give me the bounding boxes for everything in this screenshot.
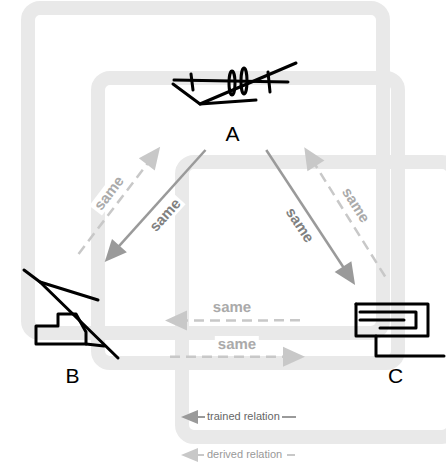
stimulus-node: B: [15, 262, 130, 392]
scribble: [356, 304, 444, 356]
stimulus-b-figure: [24, 270, 118, 358]
stimulus-letter: B: [15, 364, 130, 388]
stimulus-a-figure: [173, 63, 296, 104]
scribble: [24, 270, 118, 358]
frame-square: [182, 162, 446, 437]
scribble: [191, 74, 193, 90]
legend-sample-head: [181, 448, 198, 462]
relation-label: same: [144, 193, 186, 237]
legend-sample-head: [181, 410, 198, 424]
scribble: [360, 312, 416, 328]
legend-samples: [181, 410, 296, 462]
frame-square: [28, 8, 383, 333]
scribble: [229, 71, 235, 95]
scribble: [241, 68, 247, 94]
frame-squares: [28, 8, 446, 437]
legend-text: derived relation: [205, 448, 284, 460]
relation-label: same: [89, 170, 129, 215]
scribble: [360, 319, 404, 322]
derived-relation-arrow: [79, 147, 161, 254]
stimulus-c-figure: [356, 304, 444, 356]
frame-square: [98, 78, 398, 363]
relation-label: same: [210, 299, 254, 315]
legend-text: trained relation: [205, 410, 282, 422]
trained-relation-arrow: [266, 150, 355, 285]
stimulus-node: C: [345, 285, 446, 392]
scribble: [200, 63, 296, 104]
stimulus-letter: C: [345, 364, 446, 388]
stimulus-letter: A: [165, 122, 300, 146]
scribble: [40, 282, 98, 300]
stimulus-node: A: [165, 55, 300, 150]
relation-label: same: [281, 202, 319, 248]
relation-label: same: [215, 336, 259, 352]
scribble: [268, 72, 270, 92]
relation-label: same: [337, 182, 374, 228]
derived-relation-arrow: [304, 147, 385, 276]
scribble: [36, 314, 86, 344]
scribble: [86, 344, 104, 346]
